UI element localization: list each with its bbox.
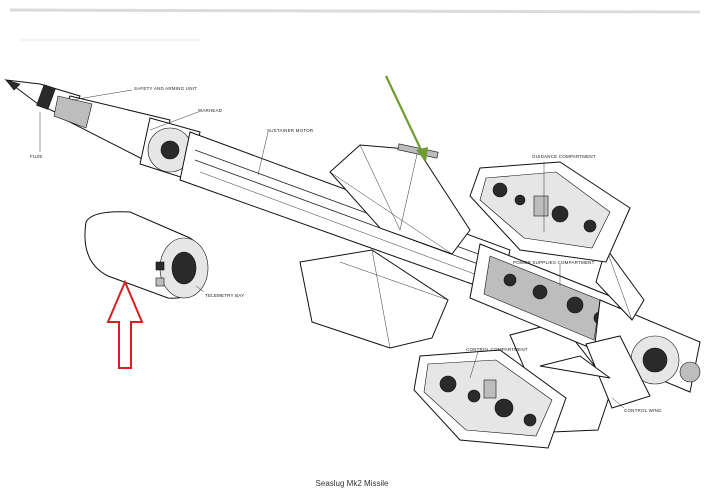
label-control-compartment: CONTROL COMPARTMENT xyxy=(466,347,528,352)
missile-fuselage xyxy=(4,79,701,393)
guidance-compartment-module xyxy=(469,161,631,263)
label-guidance-compartment: GUIDANCE COMPARTMENT xyxy=(532,154,596,159)
label-power-supplies-compartment: POWER SUPPLIES COMPARTMENT xyxy=(513,260,595,265)
label-sustainer-motor: SUSTAINER MOTOR xyxy=(267,128,314,133)
label-control-wing: CONTROL WING xyxy=(624,408,662,413)
leader-lines xyxy=(39,89,625,409)
control-compartment-module xyxy=(413,349,567,449)
control-wing-shape xyxy=(539,246,651,409)
red-outline-arrow xyxy=(106,279,144,369)
label-safety-arming-unit: SAFETY AND ARMING UNIT xyxy=(134,86,197,91)
label-fuze: FUZE xyxy=(30,154,43,159)
label-warhead: WARHEAD xyxy=(198,108,223,113)
telemetry-bay-module xyxy=(84,211,209,299)
figure-caption: Seaslug Mk2 Missile xyxy=(316,479,389,488)
label-telemetry-bay: TELEMETRY BAY xyxy=(205,293,244,298)
scan-artifact xyxy=(9,8,701,41)
green-arrow xyxy=(385,75,428,162)
